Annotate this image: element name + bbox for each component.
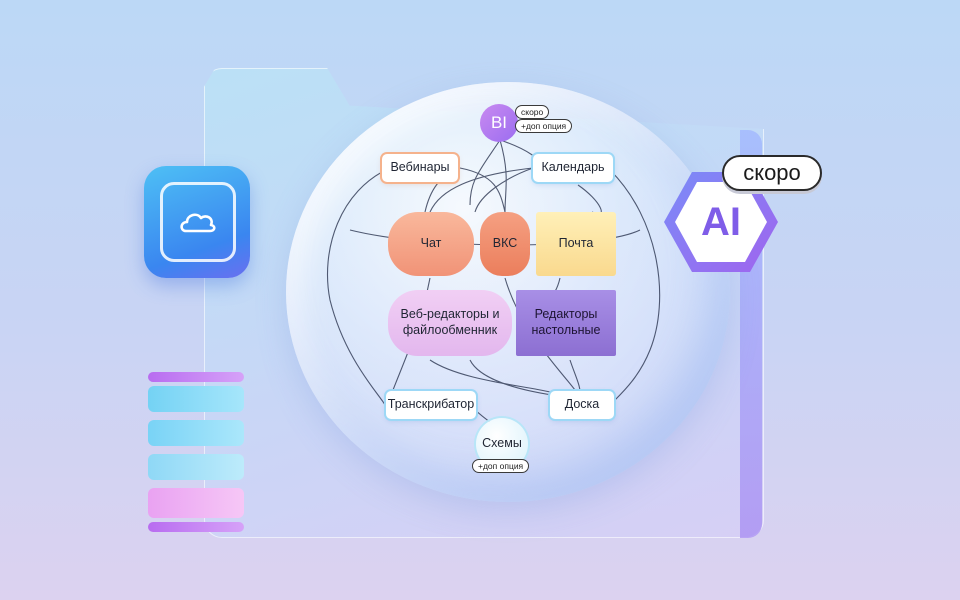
desktop-editors-node: Редакторы настольные <box>516 290 616 356</box>
cloud-icon <box>160 182 236 262</box>
cloud-tile <box>144 166 250 278</box>
board-node: Доска <box>550 391 614 419</box>
bi-label: BI <box>491 112 507 133</box>
bi-soon-badge: скоро <box>515 105 549 119</box>
board-label: Доска <box>565 397 600 413</box>
web-editors-label: Веб-редакторы и файлообменник <box>394 307 506 338</box>
webinars-label: Вебинары <box>390 160 449 176</box>
vks-node: ВКС <box>480 212 530 276</box>
vks-label: ВКС <box>493 236 518 252</box>
desktop-editors-label: Редакторы настольные <box>524 307 608 338</box>
webinars-node: Вебинары <box>382 154 458 182</box>
mail-label: Почта <box>559 236 594 252</box>
web-editors-node: Веб-редакторы и файлообменник <box>388 290 512 356</box>
mail-node: Почта <box>536 212 616 276</box>
schemes-label: Схемы <box>482 436 522 452</box>
chat-label: Чат <box>421 236 442 252</box>
ai-soon-badge: скоро <box>722 155 822 191</box>
database-icon <box>140 372 252 534</box>
calendar-node: Календарь <box>533 154 613 182</box>
transcriber-node: Транскрибатор <box>386 391 476 419</box>
bi-node: BI <box>480 104 518 142</box>
transcriber-label: Транскрибатор <box>388 397 474 413</box>
chat-node: Чат <box>388 212 474 276</box>
schemes-option-badge: +доп опция <box>472 459 529 473</box>
calendar-label: Календарь <box>541 160 604 176</box>
bi-option-badge: +доп опция <box>515 119 572 133</box>
